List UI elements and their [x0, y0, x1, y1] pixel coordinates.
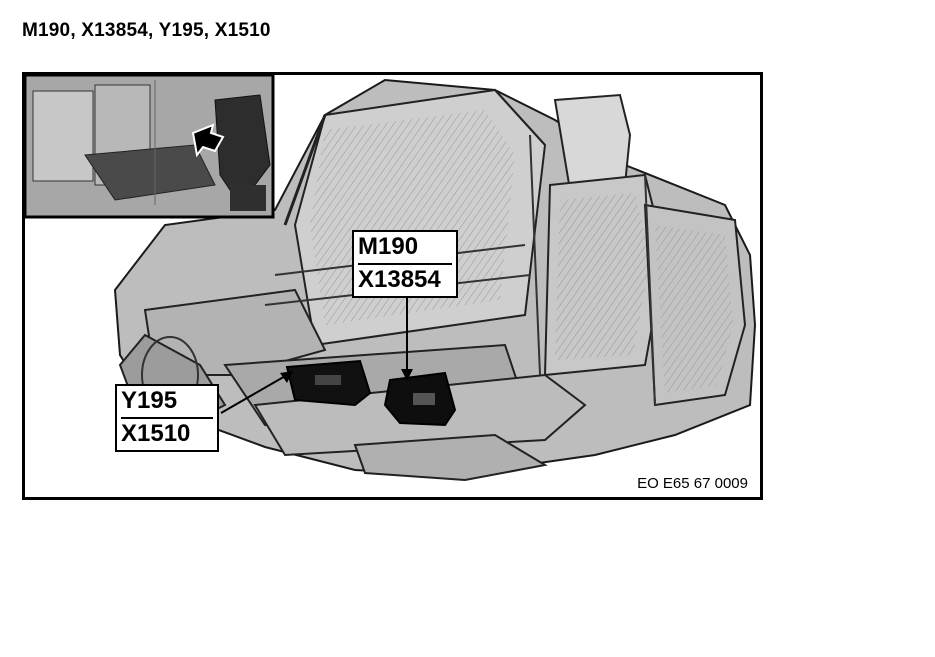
- inset-view: [25, 75, 275, 219]
- callout-label-x1510: X1510: [121, 417, 213, 450]
- figure-reference-code: EO E65 67 0009: [635, 474, 750, 493]
- callout-label-m190: M190: [358, 233, 419, 260]
- page-title: M190, X13854, Y195, X1510: [22, 20, 271, 41]
- callout-upper: M190 X13854: [352, 230, 458, 298]
- pointer-arrow-icon: [191, 123, 225, 158]
- component-location-figure: M190 X13854 Y195 X1510 EO E65 67 0009: [22, 72, 763, 500]
- leader-lines: [220, 297, 413, 414]
- seat-frame: [113, 78, 757, 482]
- callout-lower: Y195 X1510: [115, 384, 219, 452]
- callout-label-x13854: X13854: [358, 263, 452, 296]
- seat-underside-illustration: [25, 75, 757, 482]
- callout-label-y195: Y195: [121, 387, 178, 414]
